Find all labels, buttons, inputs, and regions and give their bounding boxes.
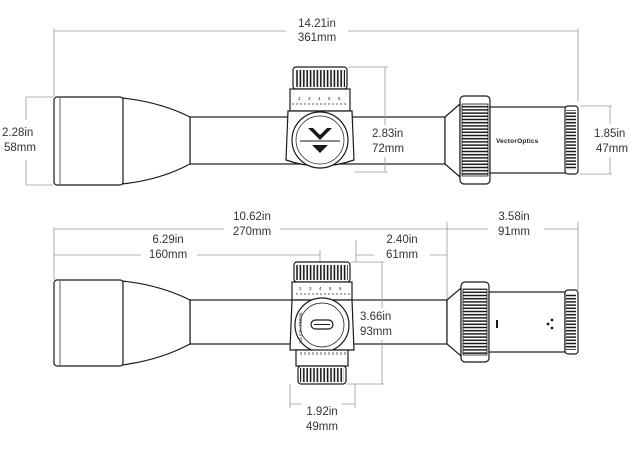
tube-length-in: 10.62in [233, 211, 271, 223]
svg-text:6: 6 [339, 286, 342, 291]
dim-turret-height: 2.83in 72mm [348, 66, 404, 173]
bottom-turret-scale: 2 3 4 5 6 [294, 286, 350, 299]
bottom-scope-body: 2 3 4 5 6 1CLICK=1/10MIL [53, 261, 579, 385]
turret-width-mm: 93mm [360, 326, 392, 338]
overall-length-mm: 361mm [298, 32, 336, 44]
top-scope-body: VectorOptics 2 3 4 5 6 [53, 66, 579, 186]
vector-logo-icon [300, 128, 340, 153]
svg-text:6: 6 [338, 96, 341, 101]
turret-height-mm: 72mm [372, 143, 404, 155]
svg-text:5: 5 [328, 96, 331, 101]
svg-text:3: 3 [309, 286, 312, 291]
turret-height-in: 2.83in [372, 128, 403, 140]
turret-base-in: 1.92in [306, 406, 337, 418]
dim-turret-width: 3.66in 93mm [347, 261, 392, 385]
eyepiece-diameter-mm: 47mm [596, 143, 628, 155]
dim-eyepiece-length: 3.58in 91mm [447, 208, 579, 290]
dim-turret-offset: 2.40in 61mm [355, 230, 447, 262]
eyepiece-length-mm: 91mm [498, 226, 530, 238]
top-turret-scale: 2 3 4 5 6 [292, 96, 348, 109]
brand-logo-text: VectorOptics [496, 138, 539, 145]
dim-overall-length: 14.21in 361mm [53, 16, 579, 102]
dim-objective-diameter: 2.28in 58mm [2, 96, 53, 186]
turret-base-mm: 49mm [306, 421, 338, 433]
turret-cap-slot-icon [310, 319, 334, 330]
overall-length-in: 14.21in [298, 18, 336, 30]
top-elevation-turret: 2 3 4 5 6 [285, 66, 355, 169]
eyepiece-length-in: 3.58in [498, 211, 529, 223]
dim-eyepiece-diameter: 1.85in 47mm [580, 105, 628, 175]
bottom-scope-view: 10.62in 270mm 3.58in 91mm 6.29in 160mm 2… [53, 208, 579, 433]
svg-text:2: 2 [298, 96, 301, 101]
objective-to-turret-mm: 160mm [149, 249, 187, 261]
svg-text:3: 3 [308, 96, 311, 101]
top-scope-view: 14.21in 361mm 2.28in 58mm [2, 16, 628, 186]
turret-cap-engraving: 1CLICK=1/10MIL [298, 311, 303, 344]
svg-text:4: 4 [318, 96, 321, 101]
dim-turret-base: 1.92in 49mm [289, 384, 356, 433]
turret-width-in: 3.66in [360, 311, 391, 323]
svg-text:5: 5 [329, 286, 332, 291]
turret-offset-in: 2.40in [386, 234, 417, 246]
dim-tube-length: 10.62in 270mm [53, 208, 448, 330]
svg-text:2: 2 [299, 286, 302, 291]
tube-length-mm: 270mm [233, 226, 271, 238]
objective-diameter-mm: 58mm [4, 142, 36, 154]
svg-text:4: 4 [319, 286, 322, 291]
eyepiece-diameter-in: 1.85in [594, 128, 625, 140]
objective-to-turret-in: 6.29in [152, 234, 183, 246]
bottom-windage-turret: 2 3 4 5 6 1CLICK=1/10MIL [289, 261, 355, 385]
turret-offset-mm: 61mm [386, 249, 418, 261]
dim-objective-to-turret: 6.29in 160mm [54, 230, 321, 262]
objective-diameter-in: 2.28in [2, 127, 33, 139]
